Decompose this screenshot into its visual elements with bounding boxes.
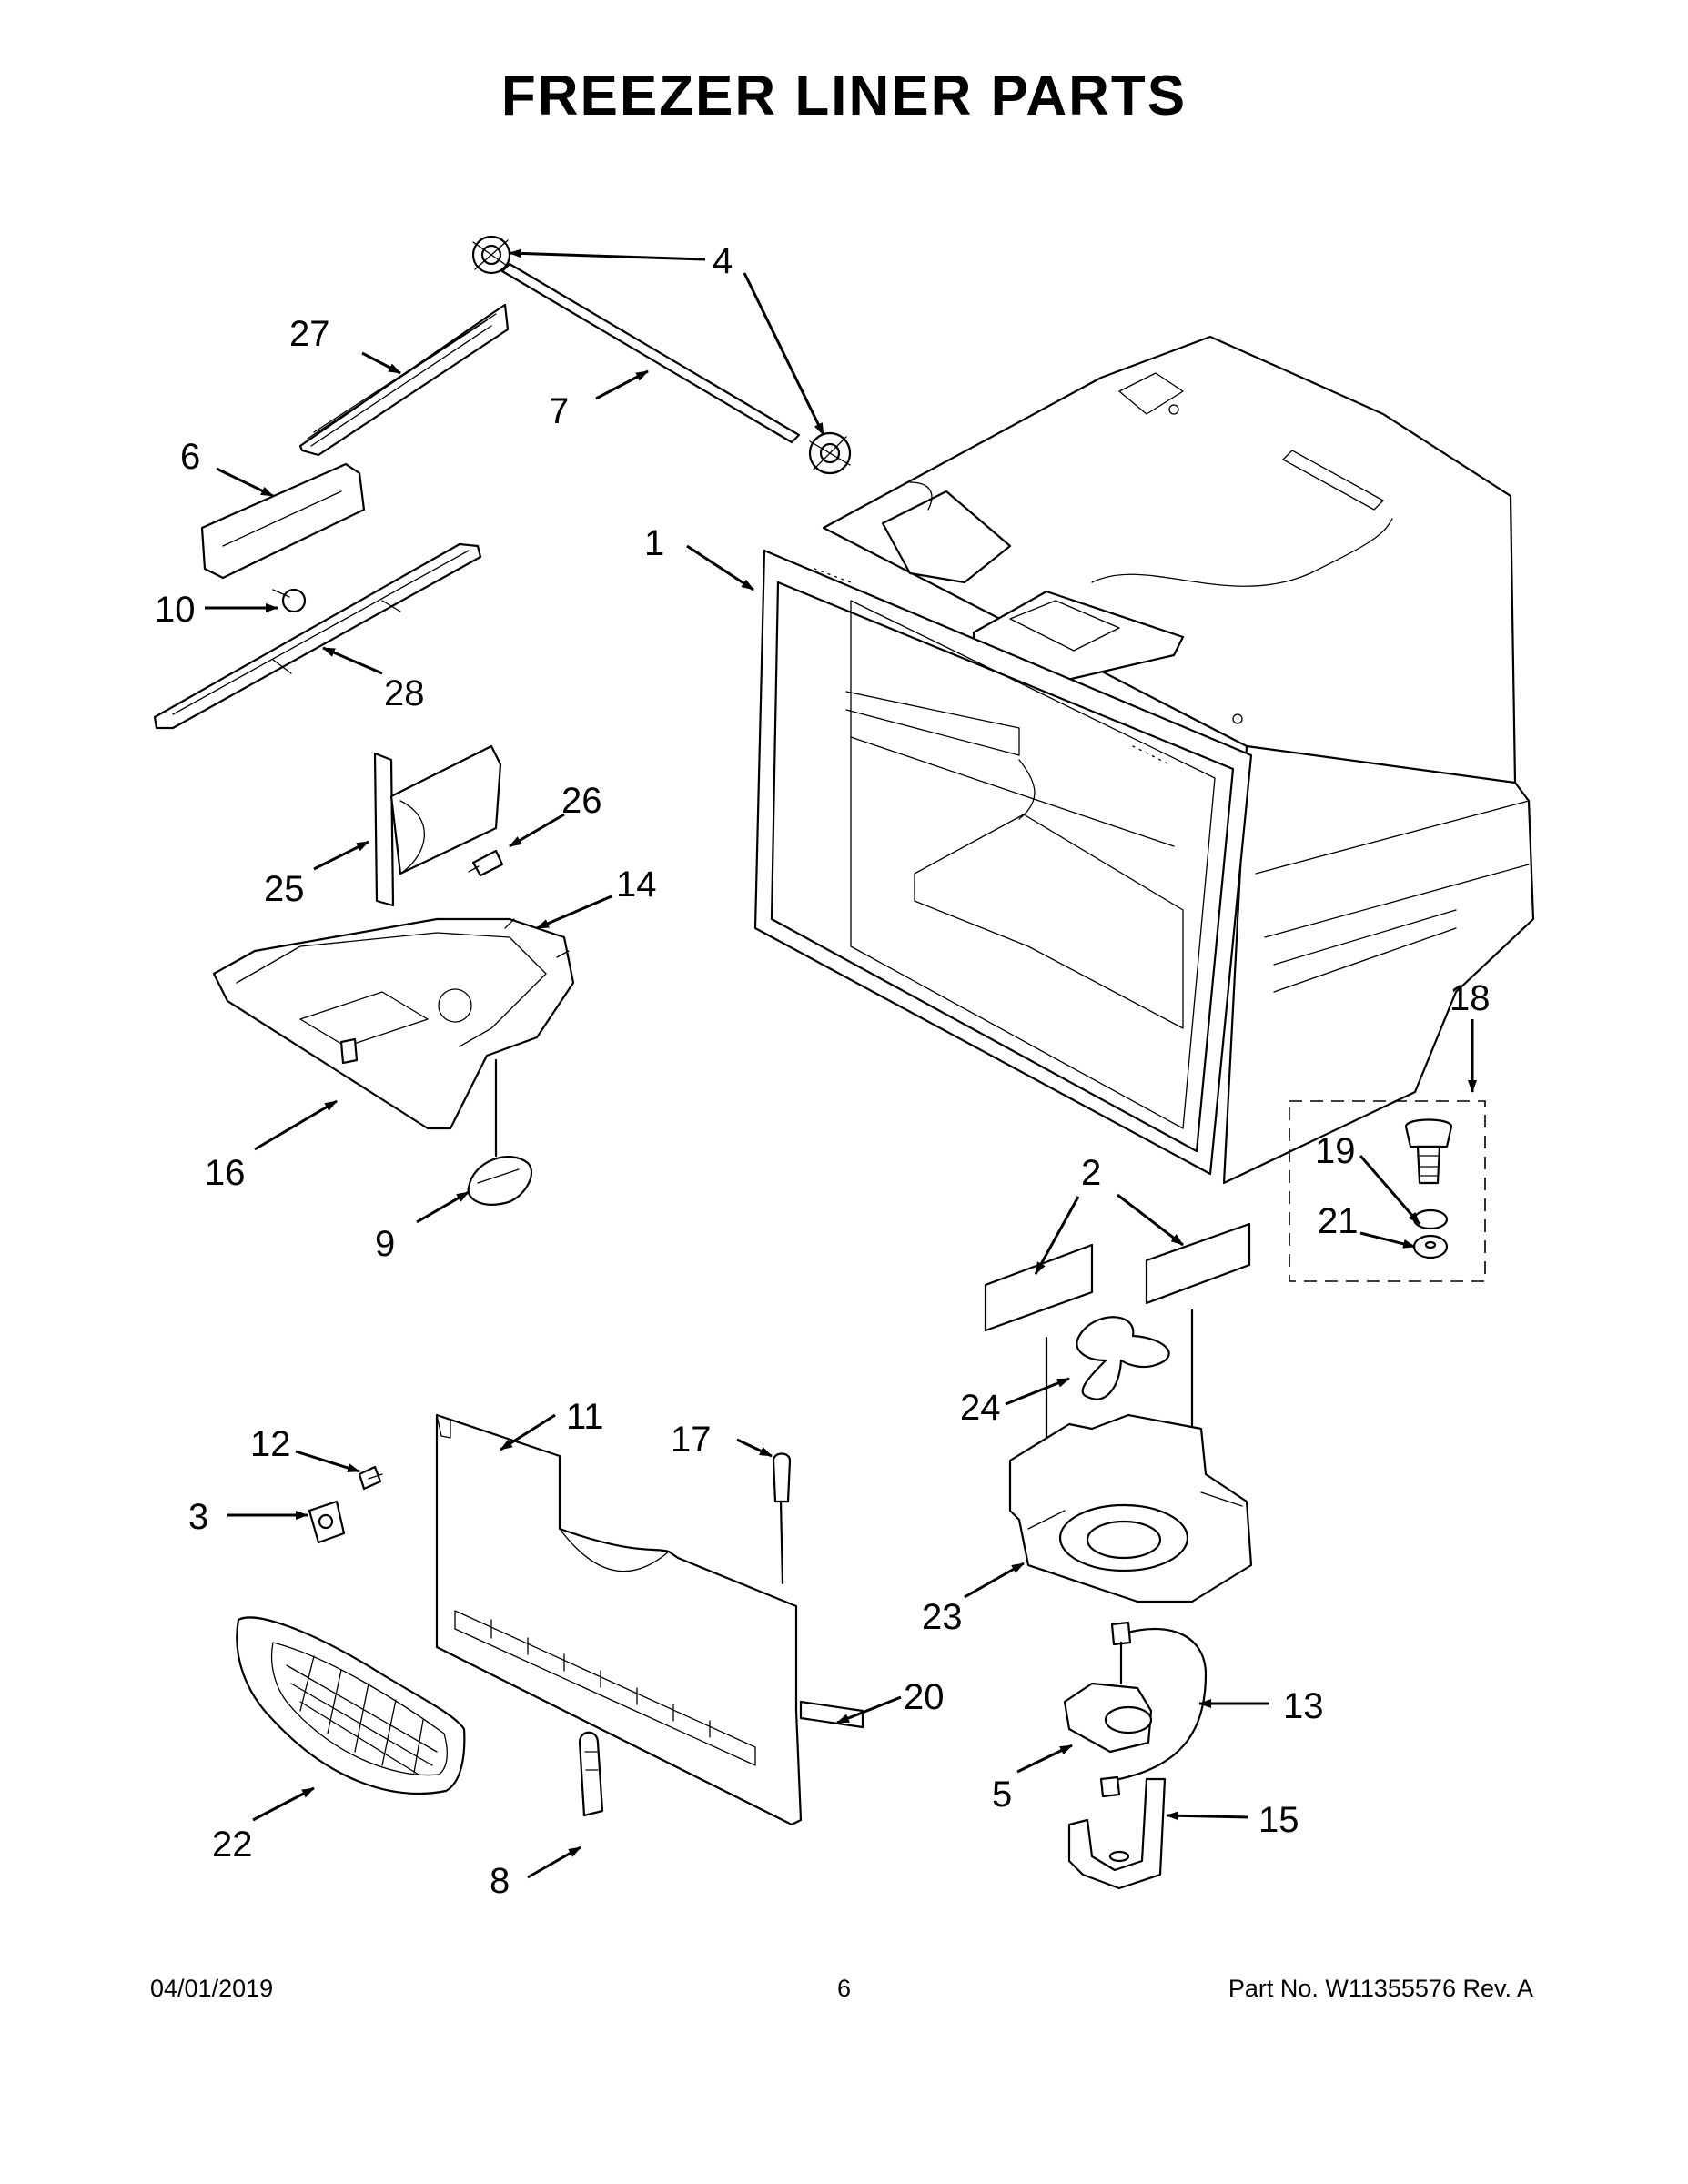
part-13-harness	[1110, 1621, 1208, 1781]
callout-10: 10	[155, 590, 196, 630]
callout-1: 1	[644, 523, 664, 563]
callout-23: 23	[922, 1597, 963, 1637]
part-19-valve	[1404, 1118, 1453, 1148]
callout-21: 21	[1318, 1201, 1359, 1241]
page-title: FREEZER LINER PARTS	[500, 65, 1188, 127]
part-7-rod	[500, 262, 801, 444]
callout-26: 26	[561, 781, 602, 821]
part-14-housing	[212, 917, 575, 1130]
footer-page-number: 6	[836, 1975, 852, 2002]
part-4-gear-top	[471, 235, 511, 275]
part-4-gear-bottom	[808, 431, 852, 475]
part-18-assembly	[1289, 1100, 1486, 1282]
callout-4: 4	[713, 241, 733, 281]
callout-11: 11	[566, 1397, 604, 1437]
part-22-grille	[236, 1616, 466, 1795]
part-1-freezer-liner	[753, 335, 1535, 1185]
callout-27: 27	[289, 314, 330, 354]
callout-16: 16	[205, 1153, 246, 1193]
part-11-evaporator-cover	[435, 1413, 803, 1826]
part-28-slide-rail	[153, 542, 482, 730]
part-23-fan-shroud	[1008, 1413, 1253, 1603]
callout-labels: 4 27 7 6 1 10 28 26 25 14 18 16 19 2 21 …	[155, 241, 1491, 1901]
callout-2: 2	[1081, 1153, 1101, 1193]
part-26-screw	[468, 849, 504, 877]
callout-24: 24	[960, 1388, 1001, 1428]
callout-6: 6	[180, 437, 200, 477]
callout-15: 15	[1258, 1800, 1299, 1840]
callout-22: 22	[212, 1825, 253, 1865]
callout-5: 5	[992, 1774, 1012, 1815]
callout-9: 9	[375, 1224, 395, 1264]
part-3-bracket	[308, 1500, 346, 1544]
part-6-bracket	[200, 462, 366, 580]
part-2-foam-pads	[984, 1222, 1251, 1332]
part-17-sensor	[772, 1452, 792, 1585]
footer-date: 04/01/2019	[150, 1975, 274, 2002]
callout-19: 19	[1315, 1131, 1356, 1171]
part-8-clip	[578, 1731, 604, 1817]
part-12-screw	[358, 1465, 383, 1491]
part-16-clip	[339, 1037, 359, 1065]
part-25-mount-plate	[373, 744, 502, 907]
part-10-screw	[272, 588, 307, 613]
part-20-foam-strip	[799, 1700, 864, 1729]
footer-part-number: Part No. W11355576 Rev. A	[1228, 1975, 1533, 2002]
callout-8: 8	[490, 1861, 510, 1901]
part-9-damper	[467, 1058, 533, 1206]
part-5-fan-motor	[1063, 1641, 1153, 1798]
callout-7: 7	[549, 391, 569, 431]
callout-17: 17	[671, 1420, 712, 1460]
callout-leaders	[205, 248, 1477, 1879]
callout-18: 18	[1450, 978, 1491, 1018]
callout-14: 14	[616, 864, 657, 905]
callout-3: 3	[188, 1497, 208, 1537]
callout-20: 20	[904, 1677, 945, 1717]
callout-28: 28	[384, 673, 425, 713]
callout-13: 13	[1283, 1686, 1324, 1726]
part-15-motor-bracket	[1067, 1777, 1167, 1890]
callout-25: 25	[264, 869, 305, 909]
part-27-rail	[298, 303, 510, 457]
callout-12: 12	[250, 1424, 291, 1464]
